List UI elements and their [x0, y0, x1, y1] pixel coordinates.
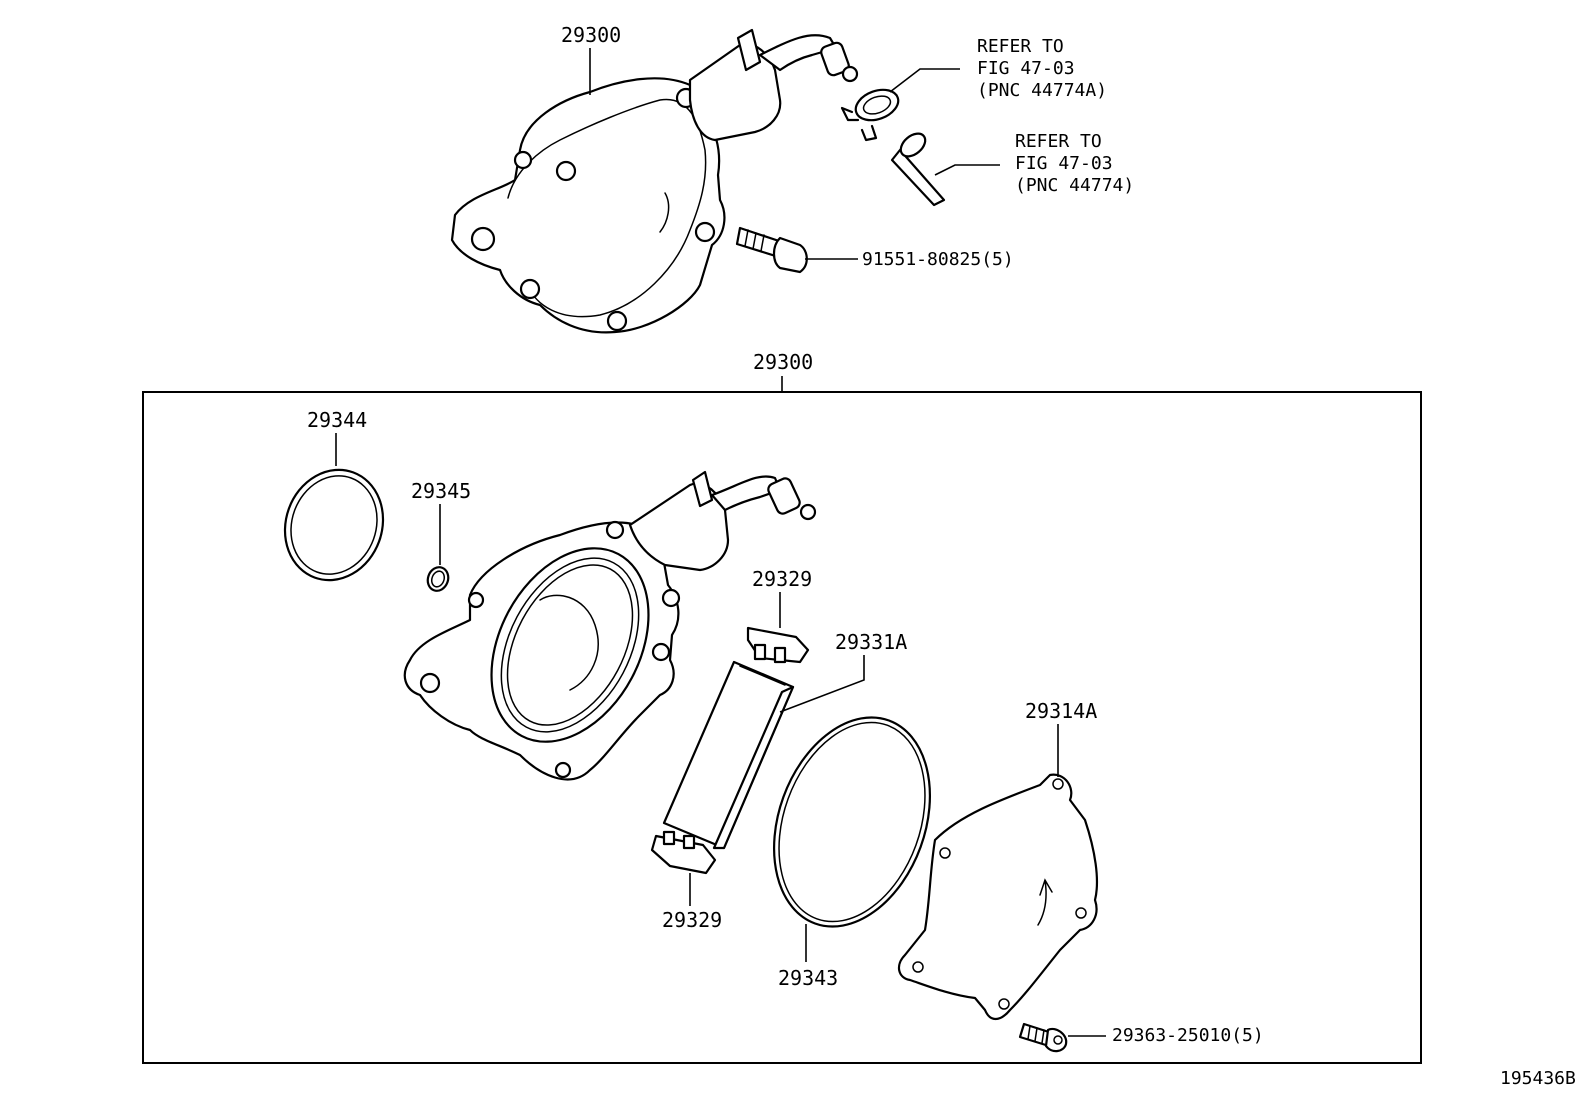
refer-hose-line1: REFER TO: [1015, 131, 1102, 152]
o-ring-small[interactable]: [424, 564, 451, 593]
assembly-box: [142, 391, 1422, 1064]
refer-clamp-line3: (PNC 44774A): [977, 80, 1107, 101]
pump-cover[interactable]: [897, 773, 1099, 1021]
o-ring-cover[interactable]: [746, 696, 957, 949]
label-rotor: 29331A: [835, 630, 907, 654]
label-oring-large: 29344: [307, 408, 367, 432]
label-cover: 29314A: [1025, 699, 1097, 723]
cover-bolt[interactable]: [1018, 1022, 1068, 1053]
refer-hose-line2: FIG 47-03: [1015, 153, 1113, 174]
o-ring-large[interactable]: [270, 456, 399, 594]
refer-clamp-line1: REFER TO: [977, 36, 1064, 57]
vacuum-hose[interactable]: [890, 129, 946, 207]
pump-bolt-top[interactable]: [735, 226, 808, 274]
label-pump-top: 29300: [561, 23, 621, 47]
label-assembly: 29300: [753, 350, 813, 374]
refer-hose-line3: (PNC 44774): [1015, 175, 1134, 196]
label-oring-cover: 29343: [778, 966, 838, 990]
refer-clamp-line2: FIG 47-03: [977, 58, 1075, 79]
vacuum-pump-assembly-top[interactable]: [450, 28, 859, 334]
vane-bottom[interactable]: [650, 830, 717, 875]
hose-clamp[interactable]: [840, 84, 902, 142]
label-bolt-top: 91551-80825(5): [862, 249, 1014, 270]
illustration-id: 195436B: [1500, 1068, 1576, 1089]
label-vane-top: 29329: [752, 567, 812, 591]
label-oring-small: 29345: [411, 479, 471, 503]
pump-housing[interactable]: [403, 470, 817, 781]
vane-top[interactable]: [746, 626, 810, 664]
rotor[interactable]: [662, 660, 795, 850]
label-cover-bolt: 29363-25010(5): [1112, 1025, 1264, 1046]
label-vane-bottom: 29329: [662, 908, 722, 932]
